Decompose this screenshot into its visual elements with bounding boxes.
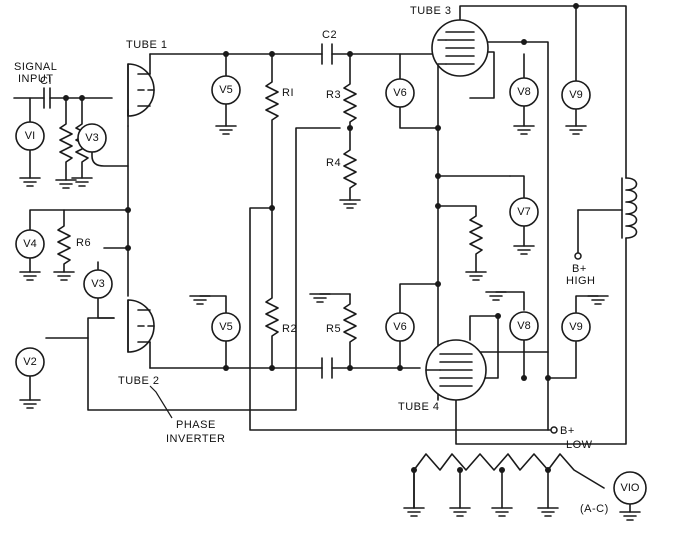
tube-2-label: TUBE 2 [118, 375, 160, 387]
junction-dots [63, 3, 579, 473]
tube-2 [127, 299, 155, 369]
tube-4 [425, 339, 487, 401]
meter-v5-upper: V5 [211, 75, 241, 105]
svg-text:V7: V7 [517, 206, 530, 218]
r6-label: R6 [76, 237, 91, 249]
ac-note-label: (A-C) [580, 503, 609, 515]
tube-3 [431, 19, 489, 77]
tube-3-label: TUBE 3 [410, 5, 452, 17]
b-plus-terminals [550, 252, 582, 434]
svg-text:V3: V3 [85, 132, 98, 144]
r5-label: R5 [326, 323, 341, 335]
tube-1-label: TUBE 1 [126, 39, 168, 51]
r4-label: R4 [326, 157, 341, 169]
svg-text:V5: V5 [219, 84, 232, 96]
meter-v7: V7 [509, 197, 539, 227]
meter-v6-upper: V6 [385, 78, 415, 108]
tube-4-label: TUBE 4 [398, 401, 440, 413]
meter-v6-lower: V6 [385, 312, 415, 342]
svg-text:V9: V9 [569, 321, 582, 333]
r2-label: R2 [282, 323, 297, 335]
svg-text:VIO: VIO [621, 482, 640, 494]
svg-text:V8: V8 [517, 86, 530, 98]
meter-v9-lower: V9 [561, 312, 591, 342]
r1-label: RI [282, 87, 294, 99]
phase-inverter-label-line1: PHASE [176, 419, 216, 431]
wiring [13, 5, 638, 513]
meter-v9-upper: V9 [561, 80, 591, 110]
meter-v8-lower: V8 [509, 311, 539, 341]
r3-label: R3 [326, 89, 341, 101]
meter-v10: VIO [613, 471, 647, 505]
svg-text:V8: V8 [517, 320, 530, 332]
svg-text:V3: V3 [91, 278, 104, 290]
meter-v2: V2 [15, 347, 45, 377]
svg-text:V6: V6 [393, 321, 406, 333]
meter-v3-upper: V3 [77, 123, 107, 153]
b-plus-low-label-line1: B+ [560, 425, 575, 437]
svg-text:V5: V5 [219, 321, 232, 333]
meter-v4: V4 [15, 229, 45, 259]
svg-text:V2: V2 [23, 356, 36, 368]
meter-v8-upper: V8 [509, 77, 539, 107]
phase-inverter-pointer [149, 385, 173, 419]
svg-text:VI: VI [25, 130, 35, 142]
meter-v3-lower: V3 [83, 269, 113, 299]
c1-label: CI [40, 75, 52, 87]
svg-text:V4: V4 [23, 238, 36, 250]
meter-v5-lower: V5 [211, 312, 241, 342]
svg-text:V9: V9 [569, 89, 582, 101]
meters: VI V3 V4 V3 V2 V5 V5 V6 [15, 75, 647, 505]
signal-input-label-line1: SIGNAL [14, 61, 57, 73]
b-plus-high-label-line1: B+ [572, 263, 587, 275]
svg-text:V6: V6 [393, 87, 406, 99]
b-plus-high-label-line2: HIGH [566, 275, 596, 287]
tube-1 [127, 53, 155, 117]
text-labels: SIGNAL INPUT CI TUBE 1 C2 RI R3 R4 R6 R2… [14, 5, 609, 515]
phase-inverter-label-line2: INVERTER [166, 433, 225, 445]
c2-label: C2 [322, 29, 337, 41]
signal-input-label-line2: INPUT [18, 73, 54, 85]
b-plus-low-label-line2: LOW [566, 439, 593, 451]
meter-v1: VI [15, 121, 45, 151]
